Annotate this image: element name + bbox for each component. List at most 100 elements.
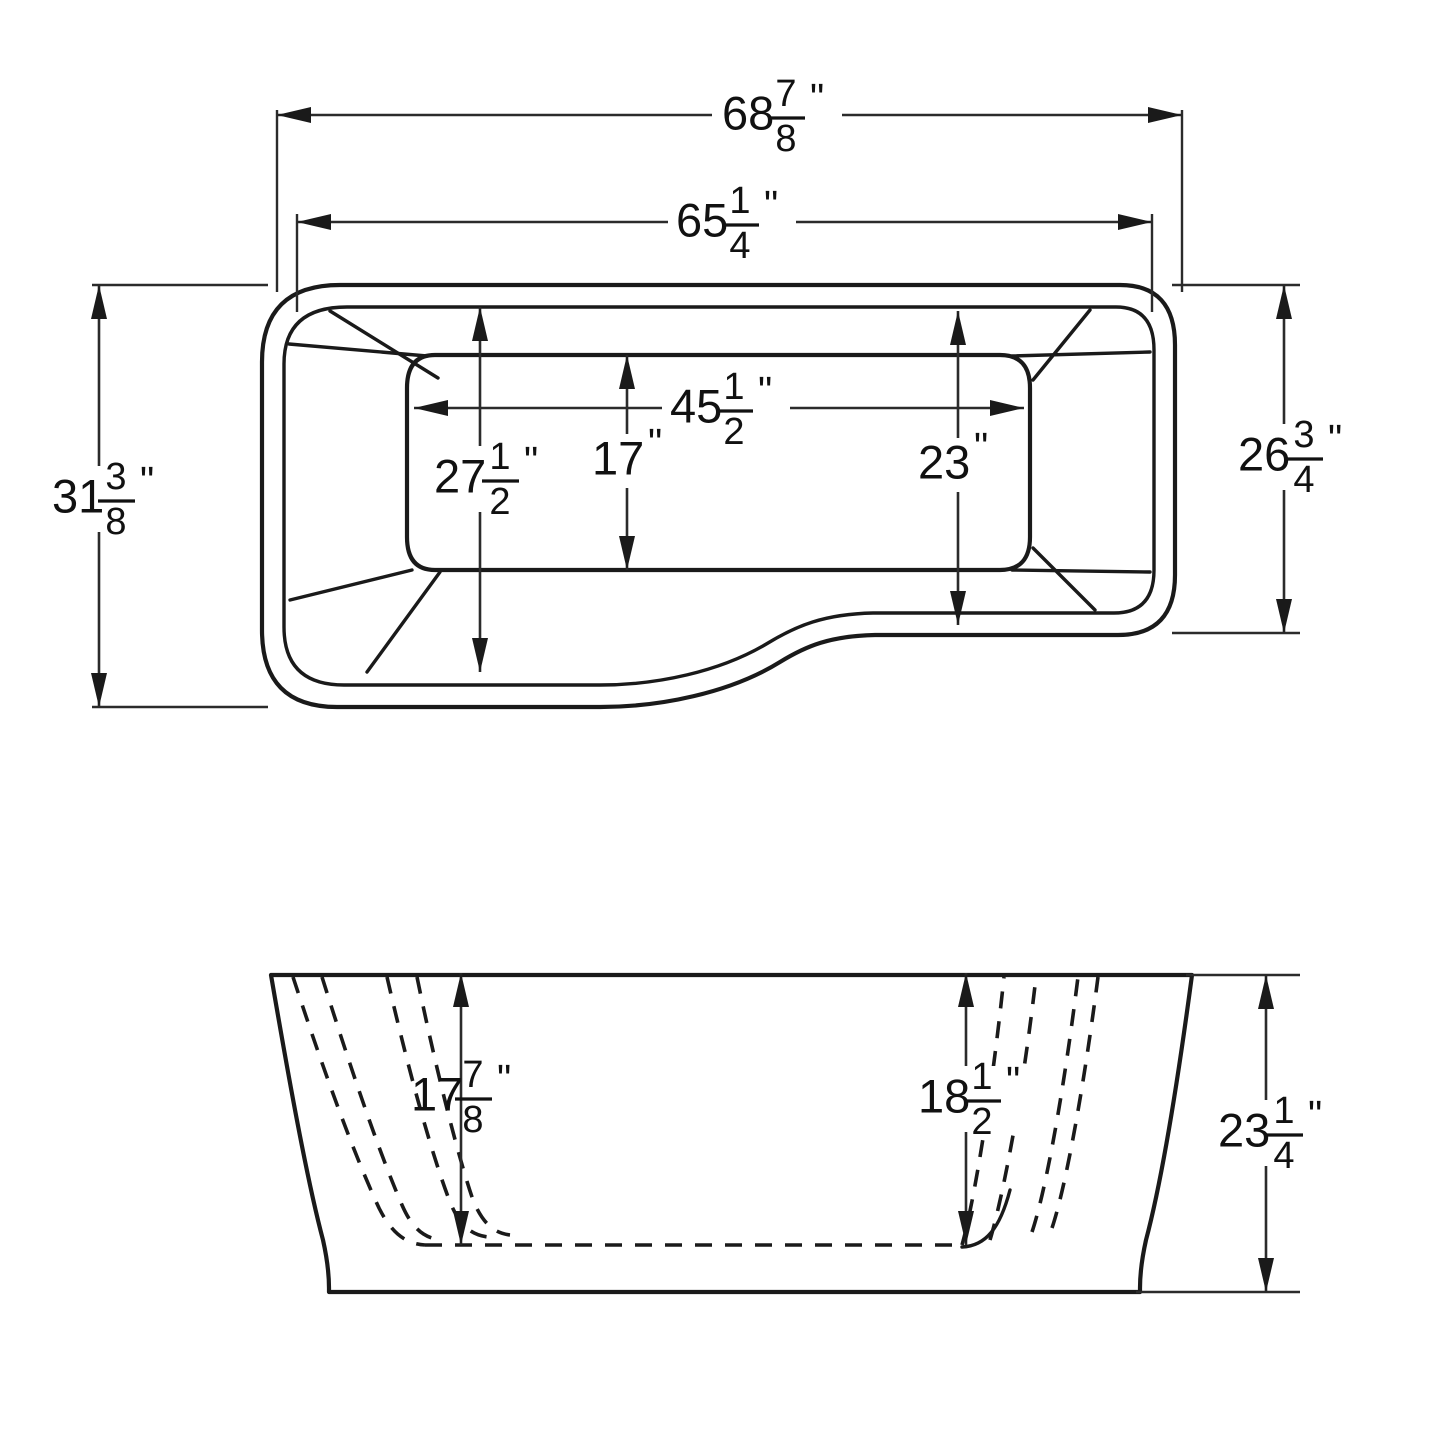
basin-width-whole: 17: [592, 431, 644, 484]
overall-height-denominator: 4: [1273, 1135, 1294, 1177]
interior-depth-left-whole: 17: [411, 1067, 463, 1120]
basin-width-unit: ": [648, 422, 662, 466]
label-mask-rim-width: [428, 446, 556, 512]
rim-length-whole: 65: [676, 193, 728, 246]
right-basin-width-whole: 23: [918, 435, 970, 488]
arrowhead-right-rim: [1118, 214, 1152, 230]
arrowhead-top-depth-left: [453, 973, 469, 1007]
basin-length-denominator: 2: [723, 411, 744, 453]
arrowhead-bottom-width-right: [1276, 599, 1292, 633]
dimension-label-basin-length: 45 1 2 ": [662, 366, 790, 453]
arrowhead-left-rim: [297, 214, 331, 230]
corner-blend-top-right-b: [1031, 308, 1092, 382]
overall-length-numerator: 7: [775, 73, 796, 115]
overall-width-right-whole: 26: [1238, 427, 1290, 480]
corner-blend-top-left-b: [328, 309, 440, 380]
arrowhead-bottom-height: [1258, 1258, 1274, 1292]
hidden-basin-wall-left-outer: [291, 976, 426, 1247]
top-view: 68 7 8 " 65 1 4 ": [46, 73, 1356, 710]
dimension-overall-length: 68 7 8 ": [275, 73, 1184, 292]
interior-depth-left-numerator: 7: [462, 1054, 483, 1096]
rim-length-denominator: 4: [729, 225, 750, 267]
overall-width-left-denominator: 8: [105, 501, 126, 543]
tub-outer-outline: [259, 282, 1178, 710]
basin-length-whole: 45: [670, 379, 722, 432]
overall-width-left-numerator: 3: [105, 456, 126, 498]
tub-rim-inner-outline: [282, 305, 1156, 687]
dimension-label-rim-length: 65 1 4 ": [668, 180, 796, 267]
corner-blend-bottom-left-b: [365, 570, 442, 674]
rim-length-numerator: 1: [729, 180, 750, 222]
dimension-label-overall-height: 23 1 4 ": [1212, 1090, 1340, 1177]
right-basin-width-unit: ": [974, 426, 988, 470]
arrowhead-left-basin-length: [414, 400, 448, 416]
interior-depth-left-unit: ": [497, 1058, 511, 1102]
overall-width-left-whole: 31: [52, 469, 104, 522]
overall-length-whole: 68: [722, 86, 774, 139]
arrowhead-top-width-left: [91, 285, 107, 319]
label-mask-rim: [668, 190, 796, 256]
overall-length-unit: ": [810, 77, 824, 121]
label-mask-basin-width: [578, 434, 678, 488]
overall-height-numerator: 1: [1273, 1090, 1294, 1132]
dimension-basin-length: 45 1 2 ": [414, 366, 1024, 453]
dimension-label-basin-width: 17 ": [578, 422, 678, 488]
tub-basin-outline: [404, 352, 1033, 573]
corner-blend-bottom-right-b: [1031, 546, 1097, 612]
arrowhead-top-right-basin-width: [950, 311, 966, 345]
front-elevation-view: 17 7 8 " 18 1 2 ": [268, 972, 1340, 1295]
dimension-overall-height: 23 1 4 ": [1136, 973, 1340, 1294]
label-mask-overall: [712, 82, 842, 150]
dimension-interior-depth-left: 17 7 8 ": [411, 973, 511, 1245]
dimension-label-interior-depth-left: 17 7 8 ": [411, 1054, 511, 1141]
label-mask-width-right: [1232, 424, 1356, 490]
dimension-label-overall-length: 68 7 8 ": [712, 73, 842, 160]
label-mask-right-basin-width: [912, 438, 1016, 492]
dimension-rim-width: 27 1 2 ": [428, 307, 556, 672]
arrowhead-bottom-rim-width: [472, 638, 488, 672]
overall-height-unit: ": [1308, 1094, 1322, 1138]
basin-length-numerator: 1: [723, 366, 744, 408]
corner-blend-top-left: [287, 342, 429, 358]
arrowhead-right-overall: [1148, 107, 1182, 123]
label-mask-overall-height: [1212, 1100, 1340, 1166]
interior-depth-right-unit: ": [1006, 1060, 1020, 1104]
arrowhead-right-basin-length: [990, 400, 1024, 416]
corner-blend-bottom-left: [288, 568, 414, 602]
arrowhead-bottom-right-basin-width: [950, 591, 966, 625]
overall-width-right-numerator: 3: [1293, 414, 1314, 456]
overall-height-whole: 23: [1218, 1103, 1270, 1156]
rim-length-unit: ": [764, 184, 778, 228]
corner-blend-top-right: [1010, 350, 1152, 358]
hidden-basin-wall-left-inner: [320, 976, 444, 1242]
interior-depth-right-denominator: 2: [971, 1101, 992, 1143]
basin-length-unit: ": [758, 370, 772, 414]
arrowhead-bottom-width-left: [91, 673, 107, 707]
label-mask-width-left: [46, 466, 166, 532]
corner-blend-bottom-right: [1010, 568, 1152, 574]
interior-depth-right-numerator: 1: [971, 1056, 992, 1098]
dimension-rim-length: 65 1 4 ": [295, 180, 1154, 312]
arrowhead-top-width-right: [1276, 285, 1292, 319]
dimension-right-basin-width: 23 ": [912, 311, 1016, 625]
interior-depth-left-denominator: 8: [462, 1099, 483, 1141]
arrowhead-bottom-depth-left: [453, 1211, 469, 1245]
dimension-basin-width: 17 ": [578, 355, 678, 570]
label-mask-depth-right: [912, 1066, 1040, 1132]
arrowhead-bottom-basin-width: [619, 536, 635, 570]
dimension-overall-width-left: 31 3 8 ": [46, 283, 268, 709]
hidden-basin-wall-right-inner2: [988, 976, 1038, 1241]
basin-bottom-fillet-right: [960, 1188, 1012, 1249]
hidden-basin-wall-right-outer2: [1050, 976, 1100, 1229]
interior-depth-right-whole: 18: [918, 1069, 970, 1122]
arrowhead-top-rim-width: [472, 307, 488, 341]
label-mask-basin-length: [662, 376, 790, 442]
arrowhead-left-overall: [277, 107, 311, 123]
dimension-label-overall-width-right: 26 3 4 ": [1232, 414, 1356, 501]
rim-width-denominator: 2: [489, 481, 510, 523]
dimension-label-right-basin-width: 23 ": [912, 426, 1016, 492]
hidden-basin-wall-right-outer: [1030, 976, 1080, 1233]
arrowhead-top-height: [1258, 975, 1274, 1009]
